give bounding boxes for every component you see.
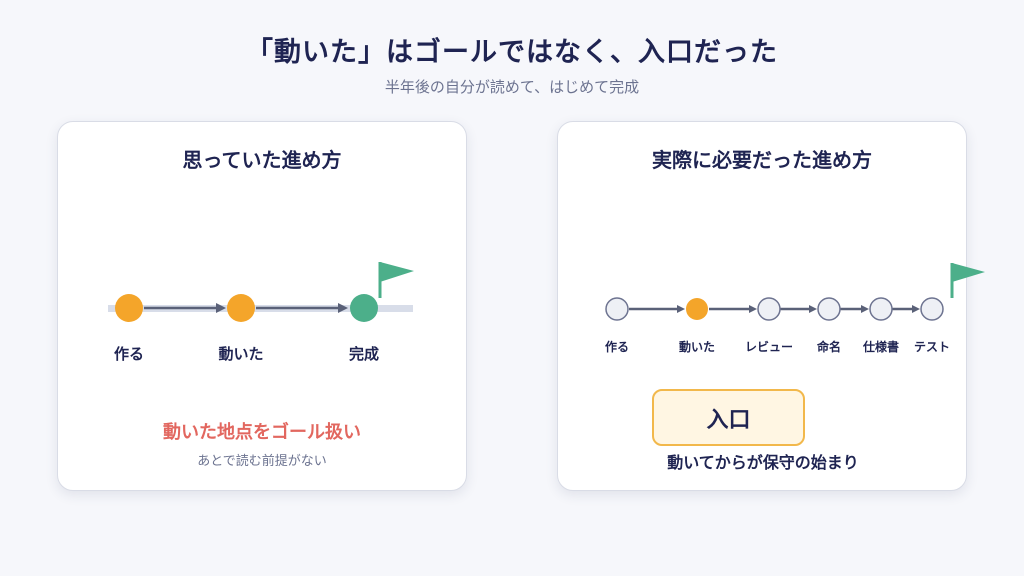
arrowhead — [861, 305, 869, 313]
arrowhead — [677, 305, 685, 313]
warning-text: 動いた地点をゴール扱い — [163, 422, 361, 443]
step-node-review — [757, 297, 781, 321]
step-node-naming — [817, 297, 841, 321]
step-label-done: 完成 — [348, 345, 380, 363]
step-label-works: 動いた — [678, 340, 716, 354]
page-subtitle: 半年後の自分が読めて、はじめて完成 — [384, 78, 640, 96]
arrowhead — [216, 303, 226, 313]
goal-flag-icon — [380, 262, 414, 282]
arrowhead — [749, 305, 757, 313]
step-node-make — [115, 294, 143, 322]
step-node-make — [605, 297, 629, 321]
step-label-test: テスト — [913, 340, 951, 354]
step-node-works — [227, 294, 255, 322]
step-label-review: レビュー — [744, 340, 794, 354]
arrowhead — [338, 303, 348, 313]
entry-point-label: 入口 — [706, 407, 751, 433]
step-node-done — [350, 294, 378, 322]
goal-flag-icon — [952, 263, 985, 282]
step-node-works — [686, 298, 708, 320]
step-label-spec: 仕様書 — [862, 340, 900, 354]
arrowhead — [809, 305, 817, 313]
step-node-spec — [869, 297, 893, 321]
step-label-works: 動いた — [218, 345, 264, 363]
step-label-make: 作る — [113, 345, 145, 363]
actual-flow-diagram — [605, 263, 985, 321]
step-label-naming: 命名 — [816, 340, 842, 354]
note-text: あとで読む前提がない — [197, 454, 327, 469]
expected-flow-panel: 思っていた進め方 作る 動いた 完成 動いた地点をゴール扱い あとで読む前提がな… — [57, 121, 467, 491]
arrowhead — [912, 305, 920, 313]
page-title: 「動いた」はゴールではなく、入口だった — [246, 37, 778, 68]
expected-flow-diagram — [108, 262, 414, 322]
maintenance-caption: 動いてからが保守の始まり — [667, 453, 859, 472]
step-label-make: 作る — [604, 340, 630, 354]
actual-flow-panel: 実際に必要だった進め方 作る 動いた レビュー 命名 仕様書 テスト 入口 動い… — [557, 121, 985, 491]
step-node-test — [920, 297, 944, 321]
actual-flow-title: 実際に必要だった進め方 — [652, 148, 872, 172]
entry-point-badge: 入口 — [652, 389, 805, 446]
expected-flow-title: 思っていた進め方 — [182, 148, 342, 172]
